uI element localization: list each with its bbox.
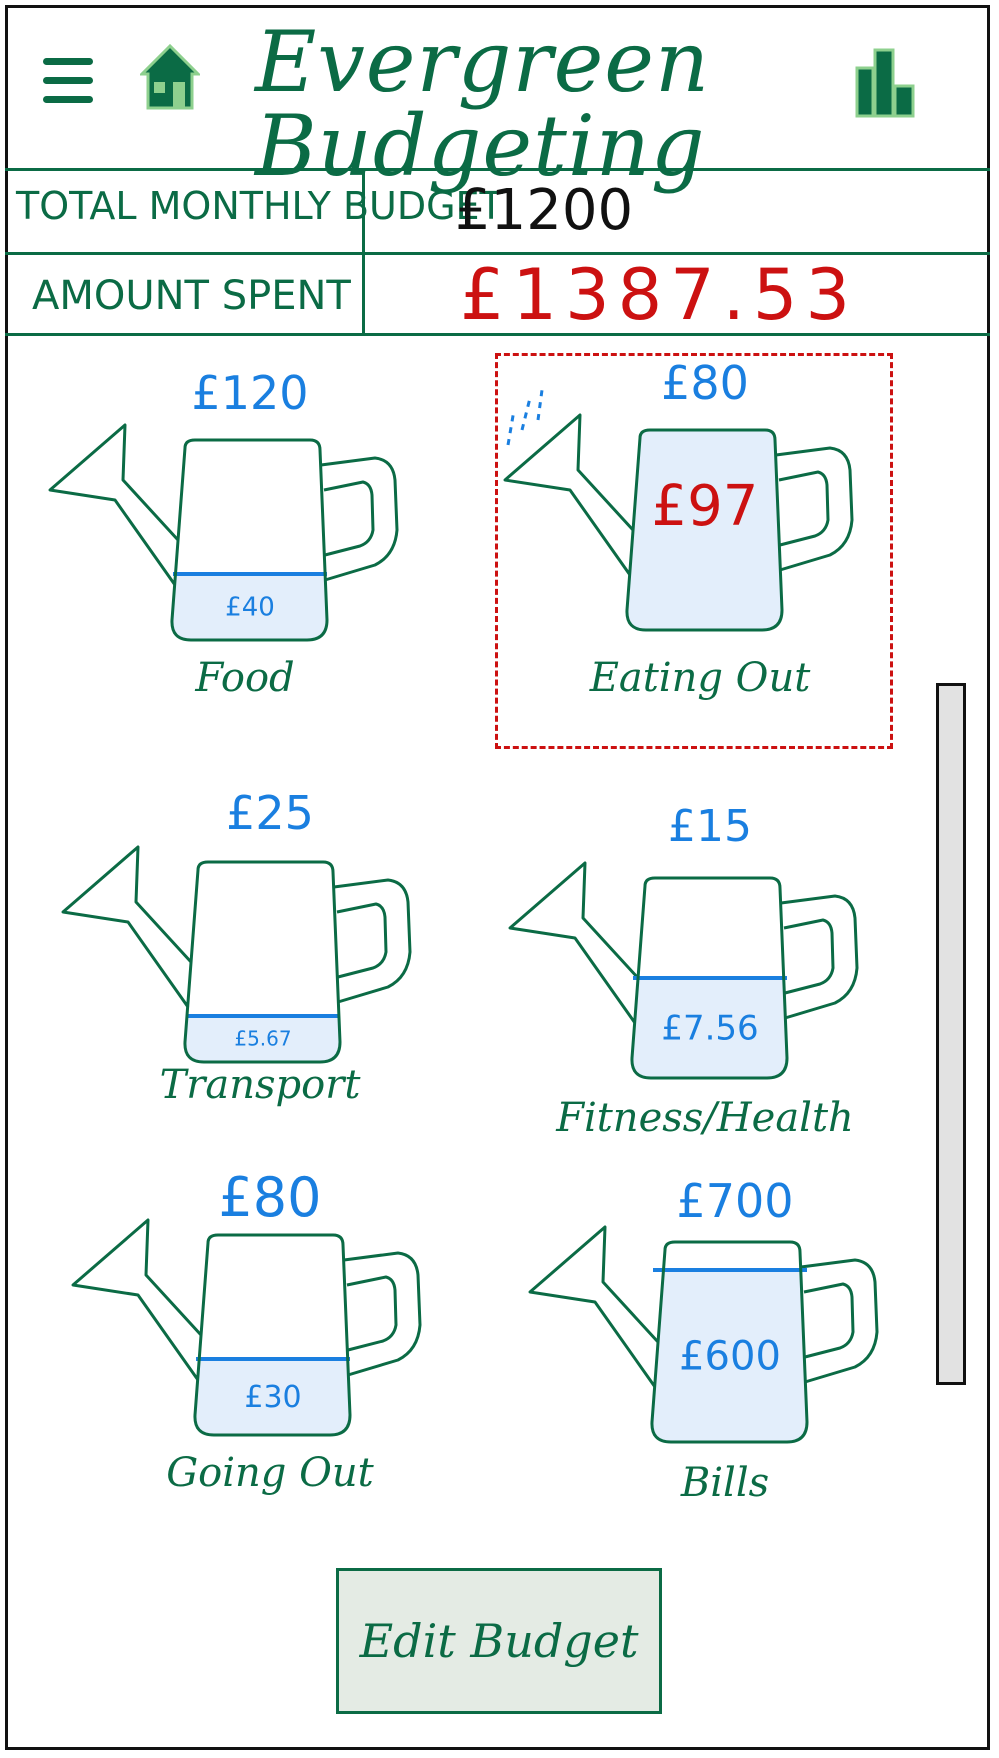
budget-value: £1200 (455, 178, 634, 243)
hamburger-menu-icon[interactable] (43, 58, 93, 110)
category-card[interactable]: £5.67 (58, 792, 418, 1082)
category-budget: £120 (191, 366, 309, 420)
can-spout (71, 1218, 203, 1381)
category-name: Food (195, 655, 295, 701)
watering-can-icon: £7.56 (508, 861, 859, 1080)
category-spent: £40 (225, 593, 275, 623)
can-spout (61, 845, 193, 1008)
table-divider (5, 333, 990, 336)
can-handle (343, 1251, 422, 1377)
scrollbar[interactable] (936, 683, 966, 1385)
water-level-fill (194, 1359, 350, 1435)
spent-label: Amount Spent (32, 273, 351, 319)
watering-can-icon: £97 (503, 389, 854, 632)
edit-budget-button[interactable]: Edit Budget (336, 1568, 662, 1714)
can-spout (508, 861, 640, 1024)
water-level-fill (631, 978, 787, 1078)
home-icon[interactable] (138, 43, 202, 110)
water-level-fill (651, 1270, 807, 1442)
can-spout (503, 413, 635, 576)
category-name: Going Out (166, 1450, 374, 1496)
category-budget: £700 (676, 1174, 794, 1228)
can-handle (780, 894, 859, 1020)
category-budget: £25 (226, 786, 314, 840)
app-title: Evergreen Budgeting (255, 13, 711, 195)
category-budget: £80 (218, 1166, 322, 1229)
category-card[interactable]: £40 (45, 370, 405, 660)
can-spout (528, 1225, 660, 1388)
category-budget: £15 (668, 801, 752, 852)
category-spent: £600 (679, 1333, 781, 1379)
table-divider (5, 252, 990, 255)
table-divider (5, 168, 990, 171)
watering-can-icon: £600 (528, 1225, 879, 1444)
over-budget-highlight[interactable] (495, 353, 893, 749)
can-handle (320, 456, 399, 582)
watering-can-icon: £5.67 (61, 845, 412, 1064)
category-name: Fitness/Health (556, 1095, 854, 1141)
category-spent: £5.67 (234, 1027, 291, 1051)
budget-label: Total Monthly Budget (16, 184, 503, 228)
category-budget: £80 (661, 356, 749, 410)
category-spent: £7.56 (661, 1008, 758, 1048)
overflow-splash (506, 389, 544, 446)
water-level-fill (171, 574, 327, 640)
watering-can-icon: £40 (48, 423, 399, 642)
water-level-fill (184, 1016, 340, 1062)
can-body (170, 438, 329, 642)
spent-value: £1387.53 (460, 254, 859, 336)
can-body (630, 876, 789, 1080)
app-frame (5, 5, 990, 1750)
can-handle (775, 446, 854, 572)
category-card[interactable]: £7.56 (505, 808, 865, 1098)
can-body (193, 1233, 352, 1437)
bar-chart-icon[interactable] (855, 48, 915, 118)
category-spent: £97 (652, 474, 759, 539)
water-level-fill (626, 430, 782, 630)
watering-can-icon: £30 (71, 1218, 422, 1437)
can-body (183, 860, 342, 1064)
category-name: Bills (680, 1460, 770, 1506)
can-body (650, 1240, 809, 1444)
can-spout (48, 423, 180, 586)
can-handle (333, 878, 412, 1004)
category-card[interactable]: £97 (500, 360, 860, 650)
table-column-divider (362, 168, 365, 336)
category-name: Transport (159, 1062, 361, 1108)
category-spent: £30 (244, 1380, 301, 1415)
category-name: Eating Out (589, 655, 811, 701)
can-handle (800, 1258, 879, 1384)
can-body (625, 428, 784, 632)
category-card[interactable]: £600 (525, 1172, 885, 1462)
category-card[interactable]: £30 (68, 1165, 428, 1455)
